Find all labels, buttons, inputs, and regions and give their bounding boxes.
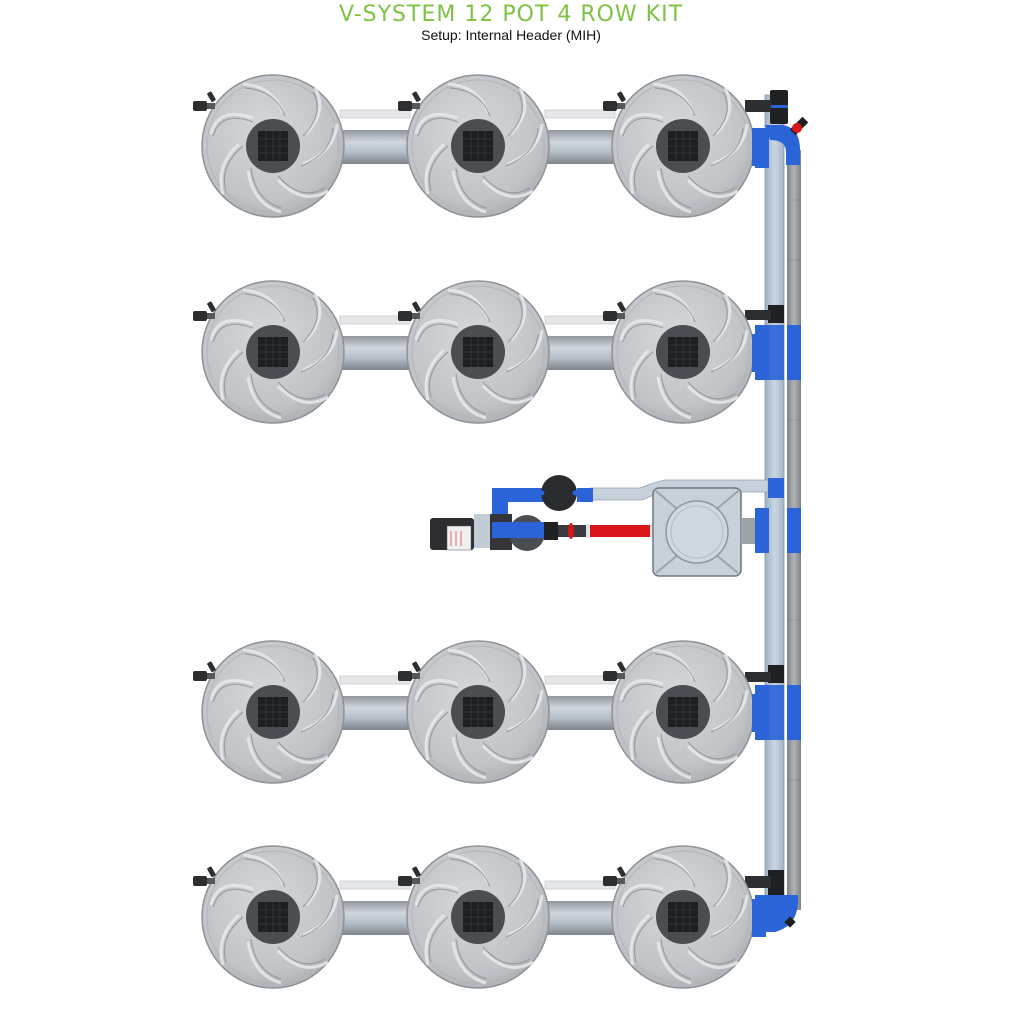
drain-valve-icon[interactable] bbox=[789, 116, 809, 136]
return-line bbox=[558, 523, 654, 539]
brain-reservoir[interactable] bbox=[652, 478, 801, 577]
pot-row-1 bbox=[193, 73, 756, 219]
setup-subtitle: Setup: Internal Header (MIH) bbox=[421, 27, 601, 43]
kit-title: V-SYSTEM 12 POT 4 ROW KIT bbox=[338, 2, 684, 27]
pot-r1-c3 bbox=[610, 73, 756, 219]
pot-r1-c1 bbox=[200, 73, 346, 219]
pot-row-4 bbox=[193, 844, 756, 990]
pot-row-2 bbox=[193, 279, 756, 425]
pot-r1-c2 bbox=[405, 73, 551, 219]
manifold-rigid-pipe bbox=[764, 94, 785, 911]
pot-row-3 bbox=[193, 639, 756, 785]
pump[interactable] bbox=[430, 514, 558, 551]
